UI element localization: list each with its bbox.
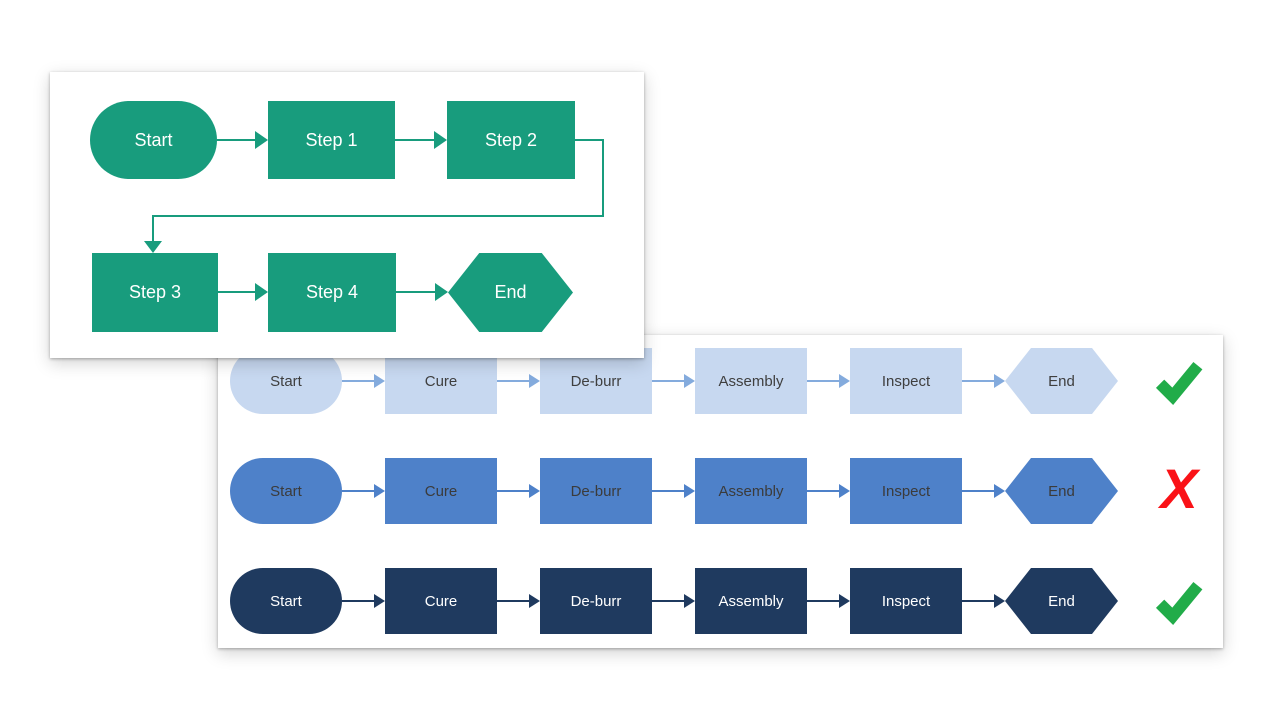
- flow-node-cure: Cure: [385, 568, 497, 634]
- flow-arrow-icon: [217, 131, 268, 149]
- flow-node-step2: Step 2: [447, 101, 575, 179]
- flow-arrow-icon: [962, 484, 1005, 498]
- elbow-connector-segment: [152, 215, 154, 243]
- flow-node-deburr: De-burr: [540, 348, 652, 414]
- flow-row-light: Start Cure De-burr Assembly Inspect End: [230, 348, 1206, 414]
- flow-node-start: Start: [230, 458, 342, 524]
- flow-arrow-icon: [342, 484, 385, 498]
- cross-icon: X: [1160, 457, 1198, 520]
- flow-arrow-icon: [396, 283, 448, 301]
- elbow-connector-segment: [575, 139, 604, 141]
- flow-node-step4: Step 4: [268, 253, 396, 332]
- flow-arrow-icon: [218, 283, 268, 301]
- flow-node-assembly: Assembly: [695, 458, 807, 524]
- flow-arrow-icon: [807, 594, 850, 608]
- flow-arrow-icon: [807, 484, 850, 498]
- flow-arrow-icon: [395, 131, 447, 149]
- flow-node-end: End: [1005, 348, 1118, 414]
- flow-node-end: End: [1005, 568, 1118, 634]
- flow-arrow-icon: [962, 594, 1005, 608]
- flow-node-inspect: Inspect: [850, 458, 962, 524]
- flow-node-deburr: De-burr: [540, 568, 652, 634]
- flow-arrow-icon: [652, 594, 695, 608]
- flow-arrow-icon: [807, 374, 850, 388]
- check-icon: [1152, 352, 1206, 410]
- flow-row-dark: Start Cure De-burr Assembly Inspect End: [230, 568, 1206, 634]
- flow-arrow-icon: [652, 374, 695, 388]
- elbow-connector-segment: [602, 139, 604, 217]
- flow-arrow-icon: [962, 374, 1005, 388]
- flow-node-cure: Cure: [385, 348, 497, 414]
- flow-arrow-icon: [497, 484, 540, 498]
- flow-node-inspect: Inspect: [850, 568, 962, 634]
- check-icon: [1152, 572, 1206, 630]
- example-flowchart-card: Start Step 1 Step 2 Step 3 Step 4 End: [50, 72, 644, 358]
- flow-node-start: Start: [230, 568, 342, 634]
- flow-node-start: Start: [90, 101, 217, 179]
- flow-arrow-icon: [652, 484, 695, 498]
- flow-node-cure: Cure: [385, 458, 497, 524]
- flow-arrow-icon: [497, 594, 540, 608]
- flow-node-start: Start: [230, 348, 342, 414]
- flow-arrow-icon: [342, 374, 385, 388]
- flow-arrow-icon: [497, 374, 540, 388]
- flow-node-step3: Step 3: [92, 253, 218, 332]
- flow-node-end: End: [448, 253, 573, 332]
- flow-node-inspect: Inspect: [850, 348, 962, 414]
- arrow-down-icon: [144, 241, 162, 253]
- flow-node-end: End: [1005, 458, 1118, 524]
- flow-row-medium: Start Cure De-burr Assembly Inspect End …: [230, 458, 1206, 524]
- flow-node-deburr: De-burr: [540, 458, 652, 524]
- flow-arrow-icon: [342, 594, 385, 608]
- elbow-connector-segment: [152, 215, 604, 217]
- flow-node-assembly: Assembly: [695, 348, 807, 414]
- flow-node-assembly: Assembly: [695, 568, 807, 634]
- comparison-card: Start Cure De-burr Assembly Inspect End …: [218, 335, 1223, 648]
- flow-node-step1: Step 1: [268, 101, 395, 179]
